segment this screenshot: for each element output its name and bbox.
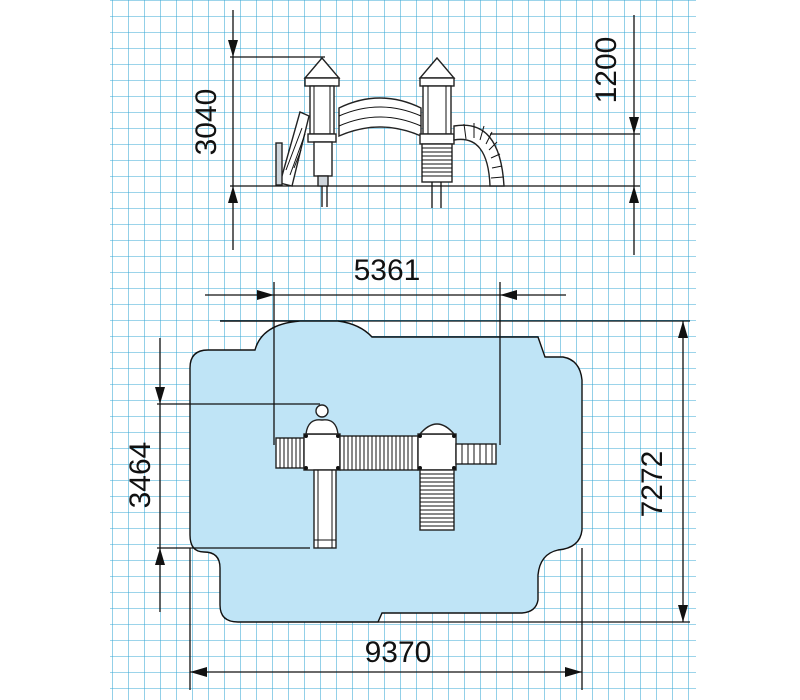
height-dimension-label: 3040 xyxy=(190,89,223,156)
equipment-depth-dimension-label: 3464 xyxy=(124,442,157,509)
elevation-tube-slide xyxy=(453,123,505,187)
equipment-width-dimension-label: 5361 xyxy=(354,254,421,287)
safety-zone-depth-dimension-line xyxy=(338,320,690,623)
safety-zone xyxy=(189,320,583,623)
plan-equipment xyxy=(275,404,497,549)
platform-height-dimension-label: 1200 xyxy=(590,37,623,104)
elevation-view: 3040 1200 xyxy=(190,10,640,255)
safety-zone-width-dimension-label: 9370 xyxy=(365,636,432,669)
elevation-left-tower xyxy=(303,56,341,207)
safety-zone-depth-dimension-label: 7272 xyxy=(636,451,669,518)
equipment-width-dimension-line xyxy=(205,282,566,445)
elevation-right-tower xyxy=(418,56,456,208)
height-dimension-line xyxy=(228,10,238,250)
safety-zone-width-dimension-line xyxy=(189,548,583,690)
plan-view: 5361 3464 7272 9370 xyxy=(124,254,690,690)
equipment-depth-dimension-line xyxy=(155,338,320,612)
platform-height-dimension-line xyxy=(629,15,639,255)
elevation-climbing-panel xyxy=(275,111,310,187)
